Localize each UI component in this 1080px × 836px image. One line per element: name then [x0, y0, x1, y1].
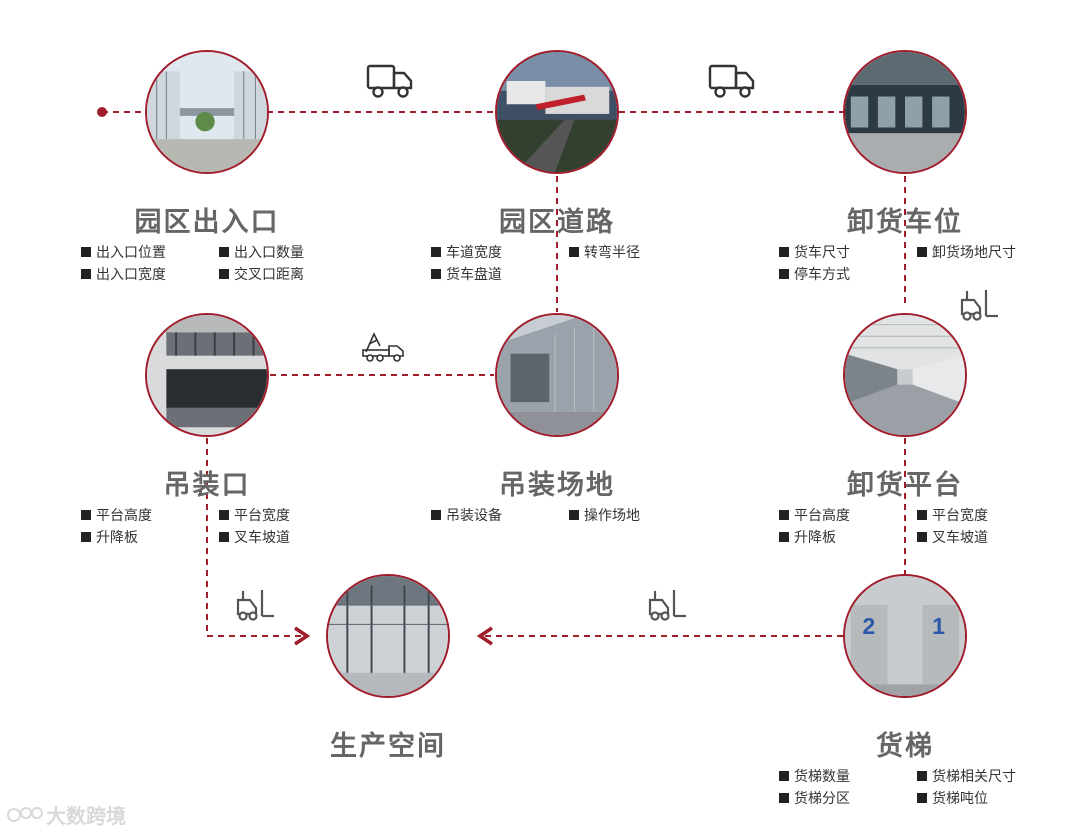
park-entrance-photo: [145, 50, 269, 174]
forklift-icon: [234, 586, 276, 622]
square-bullet-icon: [779, 532, 789, 542]
bullet-item: 叉车坡道: [219, 527, 290, 547]
square-bullet-icon: [569, 510, 579, 520]
bullet-item: 出入口宽度: [81, 264, 166, 284]
square-bullet-icon: [779, 793, 789, 803]
square-bullet-icon: [431, 510, 441, 520]
node-title: 卸货平台: [847, 463, 963, 502]
crane-truck-icon: [360, 330, 406, 362]
square-bullet-icon: [219, 510, 229, 520]
bullet-item: 货车尺寸: [779, 242, 850, 262]
bullet-item: 平台宽度: [917, 505, 988, 525]
forklift-icon: [646, 586, 688, 622]
square-bullet-icon: [219, 532, 229, 542]
node-title: 吊装场地: [499, 463, 615, 502]
square-bullet-icon: [917, 532, 927, 542]
bullet-item: 升降板: [81, 527, 138, 547]
bullet-item: 车道宽度: [431, 242, 502, 262]
hoisting-opening-photo: [145, 313, 269, 437]
freight-elevator-photo: 2 1: [843, 574, 967, 698]
square-bullet-icon: [219, 247, 229, 257]
bullet-item: 转弯半径: [569, 242, 640, 262]
bullet-item: 交叉口距离: [219, 264, 304, 284]
square-bullet-icon: [779, 247, 789, 257]
square-bullet-icon: [81, 269, 91, 279]
square-bullet-icon: [81, 510, 91, 520]
square-bullet-icon: [431, 269, 441, 279]
bullet-item: 停车方式: [779, 264, 850, 284]
watermark-text: 大数跨境: [46, 800, 126, 829]
hoisting-site-photo: [495, 313, 619, 437]
park-road-photo: [495, 50, 619, 174]
bullet-item: 货梯分区: [779, 788, 850, 808]
square-bullet-icon: [431, 247, 441, 257]
square-bullet-icon: [81, 532, 91, 542]
node-title: 卸货车位: [847, 200, 963, 239]
forklift-icon: [958, 286, 1000, 322]
square-bullet-icon: [779, 771, 789, 781]
truck-icon: [366, 62, 414, 100]
bullet-item: 出入口位置: [81, 242, 166, 262]
unloading-bay-photo: [843, 50, 967, 174]
square-bullet-icon: [569, 247, 579, 257]
unloading-platform-photo: [843, 313, 967, 437]
node-title: 园区道路: [499, 200, 615, 239]
node-title: 园区出入口: [135, 200, 280, 239]
bullet-item: 货车盘道: [431, 264, 502, 284]
node-title: 生产空间: [330, 724, 446, 763]
bullet-item: 叉车坡道: [917, 527, 988, 547]
bullet-item: 操作场地: [569, 505, 640, 525]
watermark-logo-icon: [6, 804, 46, 826]
bullet-item: 货梯数量: [779, 766, 850, 786]
square-bullet-icon: [917, 793, 927, 803]
bullet-item: 吊装设备: [431, 505, 502, 525]
bullet-item: 平台高度: [779, 505, 850, 525]
elevator-number-2: 2: [862, 613, 875, 639]
square-bullet-icon: [81, 247, 91, 257]
square-bullet-icon: [917, 510, 927, 520]
bullet-item: 货梯吨位: [917, 788, 988, 808]
square-bullet-icon: [779, 269, 789, 279]
watermark: 大数跨境: [6, 800, 126, 829]
bullet-item: 升降板: [779, 527, 836, 547]
node-title: 吊装口: [164, 463, 251, 502]
bullet-item: 平台高度: [81, 505, 152, 525]
square-bullet-icon: [917, 771, 927, 781]
production-space-photo: [326, 574, 450, 698]
bullet-item: 货梯相关尺寸: [917, 766, 1016, 786]
bullet-item: 卸货场地尺寸: [917, 242, 1016, 262]
square-bullet-icon: [779, 510, 789, 520]
start-dot: [97, 107, 107, 117]
square-bullet-icon: [917, 247, 927, 257]
node-title: 货梯: [876, 724, 934, 763]
truck-icon: [708, 62, 756, 100]
bullet-item: 平台宽度: [219, 505, 290, 525]
square-bullet-icon: [219, 269, 229, 279]
bullet-item: 出入口数量: [219, 242, 304, 262]
elevator-number-1: 1: [932, 613, 945, 639]
